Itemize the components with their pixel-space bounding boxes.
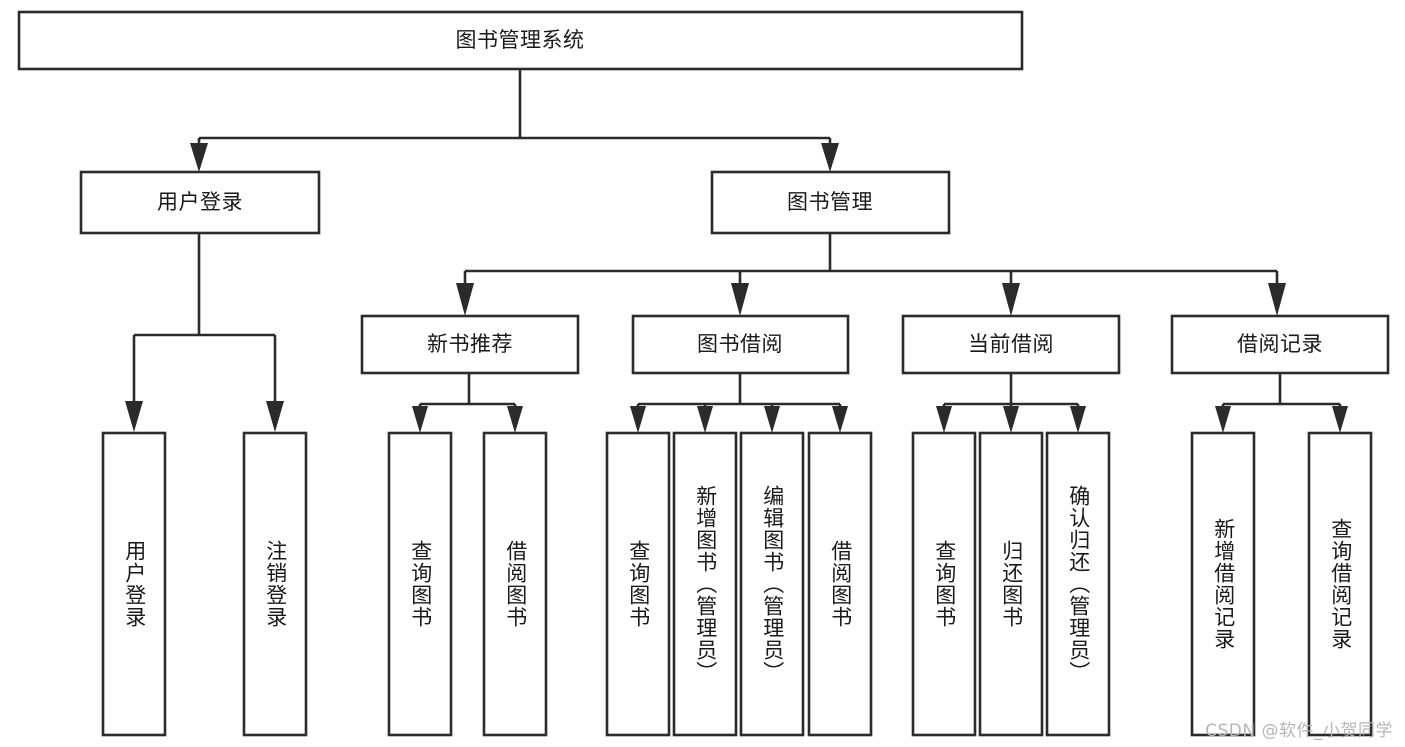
label-current-borrow: 当前借阅 <box>968 332 1054 356</box>
node-leaf-add-book-admin[interactable] <box>672 431 738 737</box>
node-book-manage[interactable] <box>710 170 951 235</box>
node-leaf-borrow-book-1[interactable] <box>482 431 548 737</box>
label-book-manage: 图书管理 <box>787 190 873 214</box>
arrowhead-current-borrow <box>1002 283 1020 316</box>
watermark-text: CSDN @软件_小贺同学 <box>1205 721 1393 741</box>
arrowhead-book-borrow <box>731 283 749 316</box>
horizontal-label-layer: 图书管理系统 用户登录 图书管理 新书推荐 图书借阅 当前借阅 借阅记录 <box>157 28 1323 356</box>
node-leaf-query-book-1[interactable] <box>387 431 453 737</box>
arrowhead-leaf-edit-book-admin <box>764 406 780 433</box>
node-leaf-borrow-book-2[interactable] <box>807 431 873 737</box>
node-borrow-record[interactable] <box>1170 314 1390 375</box>
node-new-book-rec[interactable] <box>360 314 580 375</box>
arrowhead-leaf-query-book-2 <box>630 406 646 433</box>
arrowhead-leaf-logout-login <box>266 401 284 432</box>
arrowhead-user-login <box>190 143 208 172</box>
node-current-borrow[interactable] <box>901 314 1121 375</box>
arrowhead-leaf-query-book-1 <box>412 406 428 433</box>
arrowhead-leaf-query-borrow-record <box>1332 406 1348 433</box>
node-leaf-confirm-return-admin[interactable] <box>1045 431 1111 737</box>
arrowhead-leaf-user-login <box>125 401 143 432</box>
node-root[interactable] <box>17 10 1024 71</box>
label-borrow-record: 借阅记录 <box>1237 332 1323 356</box>
arrowhead-leaf-return-book <box>1003 406 1019 433</box>
node-book-borrow[interactable] <box>631 314 850 375</box>
arrowhead-book-manage <box>821 143 839 172</box>
node-leaf-add-borrow-record[interactable] <box>1190 431 1256 737</box>
arrowhead-leaf-add-borrow-record <box>1215 406 1231 433</box>
arrowhead-leaf-confirm-return-admin <box>1070 406 1086 433</box>
arrowhead-leaf-add-book-admin <box>697 406 713 433</box>
node-leaf-edit-book-admin[interactable] <box>739 431 805 737</box>
node-leaf-return-book[interactable] <box>978 431 1044 737</box>
arrowhead-new-book-rec <box>456 283 474 316</box>
node-leaf-user-login[interactable] <box>101 431 167 737</box>
connector-layer <box>125 68 1348 433</box>
node-user-login[interactable] <box>79 170 321 235</box>
arrowhead-leaf-borrow-book-2 <box>832 406 848 433</box>
label-new-book-rec: 新书推荐 <box>427 332 513 356</box>
label-user-login: 用户登录 <box>157 190 243 214</box>
label-root: 图书管理系统 <box>456 28 585 52</box>
arrowhead-borrow-record <box>1268 283 1286 316</box>
arrowhead-leaf-borrow-book-1 <box>507 406 523 433</box>
node-layer <box>17 10 1390 737</box>
node-leaf-query-borrow-record[interactable] <box>1307 431 1373 737</box>
arrowhead-leaf-query-book-3 <box>936 406 952 433</box>
node-leaf-query-book-2[interactable] <box>605 431 671 737</box>
node-leaf-logout-login[interactable] <box>242 431 308 737</box>
node-leaf-query-book-3[interactable] <box>911 431 977 737</box>
label-book-borrow: 图书借阅 <box>697 332 783 356</box>
